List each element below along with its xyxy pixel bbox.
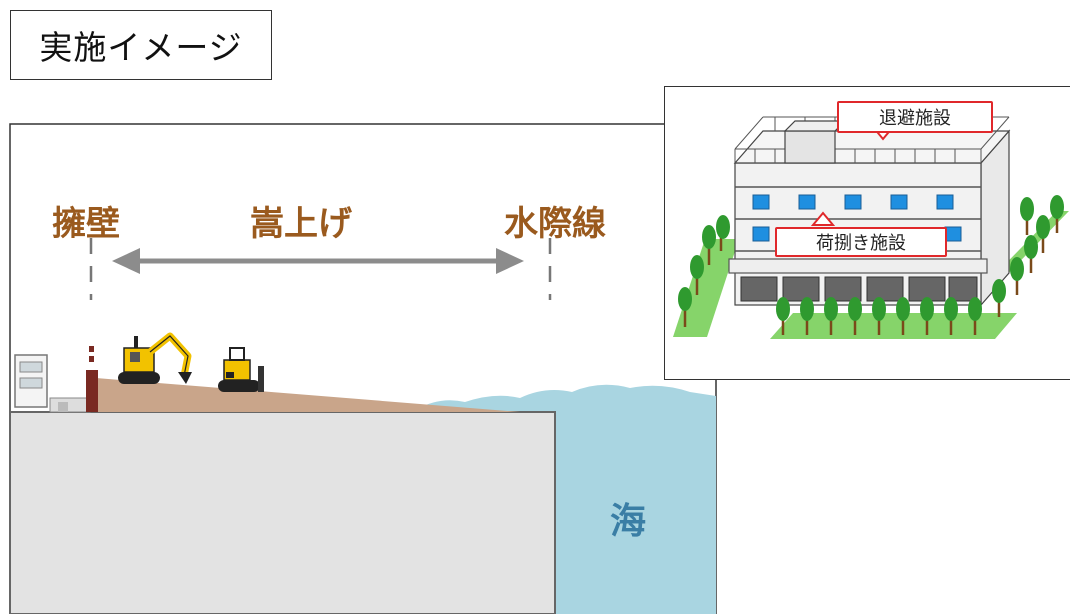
soil-fill — [96, 378, 520, 412]
excavator-icon — [118, 332, 192, 384]
title-text: 実施イメージ — [39, 28, 243, 67]
loading-bays — [740, 276, 978, 302]
trees-front — [776, 279, 1006, 335]
ground-block — [9, 411, 556, 614]
evacuation-facility-callout: 退避施設 — [837, 101, 993, 133]
small-vehicle-icon — [14, 354, 91, 413]
windows — [752, 194, 962, 242]
trees-right — [1010, 195, 1064, 295]
facility-illustration — [673, 116, 1069, 339]
label-waterline: 水際線 — [504, 204, 606, 244]
cargo-facility-callout: 荷捌き施設 — [775, 227, 947, 257]
cargo-facility-label: 荷捌き施設 — [816, 233, 906, 254]
label-raise: 嵩上げ — [250, 204, 352, 244]
label-retaining-wall: 擁壁 — [52, 204, 120, 244]
bulldozer-icon — [218, 347, 264, 392]
building-roof — [733, 130, 1011, 164]
evacuation-facility-label: 退避施設 — [879, 108, 951, 129]
facility-inset: 退避施設 荷捌き施設 — [664, 86, 1070, 380]
raise-arrow — [112, 248, 524, 274]
cargo-callout-pointer — [810, 211, 836, 226]
trees-left — [678, 215, 730, 327]
grass-left — [673, 239, 739, 337]
retaining-wall — [86, 346, 98, 412]
label-sea: 海 — [610, 501, 647, 542]
title-box: 実施イメージ — [10, 10, 272, 80]
rooftop-structure — [784, 130, 836, 164]
